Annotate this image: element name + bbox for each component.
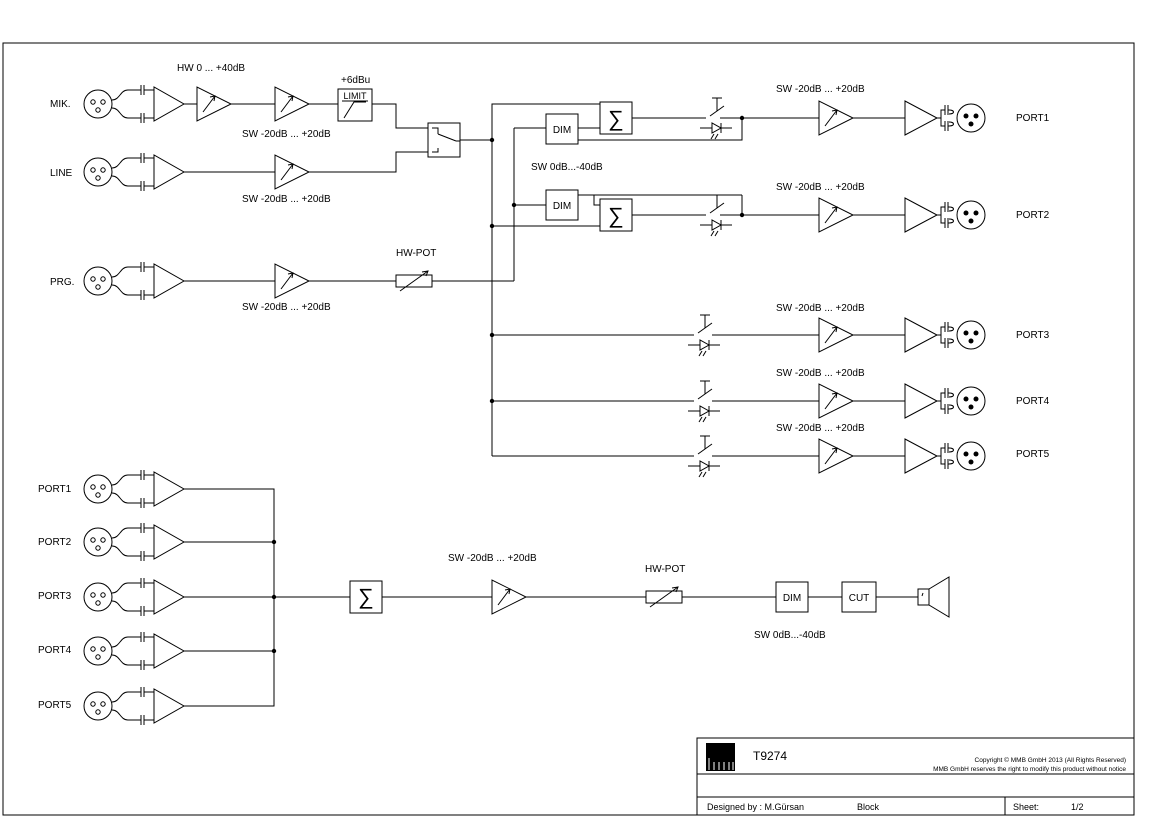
sw-gain-amp: [274, 86, 310, 122]
input-buffer-amp: [111, 84, 185, 124]
return-port2-label: PORT2: [38, 537, 72, 548]
limiter-box: LIMIT: [337, 88, 373, 122]
input-buffer-amp: [111, 686, 185, 726]
svg-text:LIMIT: LIMIT: [343, 91, 367, 101]
drawing-type: Block: [857, 802, 880, 812]
monitor-sum: [349, 580, 383, 614]
input-buffer-amp: [111, 469, 185, 509]
output-port4-label: PORT4: [1016, 396, 1050, 407]
drawing-number: T9274: [753, 749, 787, 763]
sheet-frame: [2, 42, 1135, 816]
svg-text:∑: ∑: [608, 106, 624, 131]
speaker-icon: [917, 576, 950, 618]
return-port1-label: PORT1: [38, 484, 72, 495]
input-buffer-amp: [111, 152, 185, 192]
output-driver: [904, 438, 954, 474]
xlr-output-icon: [956, 103, 986, 133]
mic-sw-gain-label: SW -20dB ... +20dB: [242, 129, 331, 140]
sheet-label: Sheet:: [1013, 802, 1039, 812]
output-driver: [904, 317, 954, 353]
dim-box-port1: DIM: [545, 113, 579, 145]
line-sw-gain-label: SW -20dB ... +20dB: [242, 194, 331, 205]
output-driver: [904, 383, 954, 419]
hw-gain-label: HW 0 ... +40dB: [177, 63, 245, 74]
source-selector-switch: [427, 122, 461, 158]
xlr-input-icon: [83, 527, 113, 557]
company-logo: [706, 743, 735, 771]
output-driver: [904, 197, 954, 233]
sw-gain-amp: [818, 438, 854, 474]
copyright-text: Copyright © MMB GmbH 2013 (All Rights Re…: [975, 756, 1126, 764]
out2-sw-gain-label: SW -20dB ... +20dB: [776, 182, 865, 193]
output-port1-label: PORT1: [1016, 113, 1050, 124]
input-buffer-amp: [111, 577, 185, 617]
xlr-input-icon: [83, 157, 113, 187]
xlr-output-icon: [956, 386, 986, 416]
svg-text:DIM: DIM: [553, 125, 571, 136]
output-port3-label: PORT3: [1016, 330, 1050, 341]
sw-gain-amp: [818, 100, 854, 136]
sheet-value: 1/2: [1071, 802, 1084, 812]
input-prg-label: PRG.: [50, 277, 74, 288]
title-block: T9274 Copyright © MMB GmbH 2013 (All Rig…: [696, 737, 1135, 816]
out3-sw-gain-label: SW -20dB ... +20dB: [776, 303, 865, 314]
return-port5-label: PORT5: [38, 700, 72, 711]
xlr-output-icon: [956, 441, 986, 471]
input-buffer-amp: [111, 261, 185, 301]
svg-text:∑: ∑: [608, 203, 624, 228]
monitor-hw-pot-icon: [645, 586, 683, 608]
xlr-input-icon: [83, 582, 113, 612]
sum-port2: ∑: [599, 198, 633, 232]
monitor-sw-gain-amp: [491, 579, 527, 615]
sum-port1: ∑: [599, 101, 633, 135]
xlr-output-icon: [956, 320, 986, 350]
notice-text: MMB GmbH reserves the right to modify th…: [933, 766, 1126, 773]
designed-by: Designed by : M.Gürsan: [707, 802, 804, 812]
out5-sw-gain-label: SW -20dB ... +20dB: [776, 423, 865, 434]
xlr-input-icon: [83, 89, 113, 119]
monitor-sw-gain-label: SW -20dB ... +20dB: [448, 553, 537, 564]
sw-gain-amp: [274, 263, 310, 299]
hw-gain-amp: [196, 86, 233, 122]
xlr-input-icon: [83, 636, 113, 666]
sw-gain-amp: [274, 154, 310, 190]
out4-sw-gain-label: SW -20dB ... +20dB: [776, 368, 865, 379]
prg-hw-pot-label: HW-POT: [396, 248, 436, 259]
sw-gain-amp: [818, 317, 854, 353]
dim-box-port2: DIM: [545, 189, 579, 221]
xlr-input-icon: [83, 691, 113, 721]
xlr-input-icon: [83, 474, 113, 504]
svg-text:CUT: CUT: [849, 593, 870, 604]
prg-sw-gain-label: SW -20dB ... +20dB: [242, 302, 331, 313]
monitor-dim-box: DIM: [775, 581, 809, 613]
output-driver: [904, 100, 954, 136]
svg-text:DIM: DIM: [553, 201, 571, 212]
sw-gain-amp: [818, 383, 854, 419]
input-buffer-amp: [111, 631, 185, 671]
monitor-cut-box: CUT: [841, 581, 877, 613]
monitor-dim-range-label: SW 0dB...-40dB: [754, 630, 826, 641]
output-port5-label: PORT5: [1016, 449, 1050, 460]
input-buffer-amp: [111, 522, 185, 562]
return-port3-label: PORT3: [38, 591, 72, 602]
output-port2-label: PORT2: [1016, 210, 1050, 221]
xlr-input-icon: [83, 266, 113, 296]
limit-level-label: +6dBu: [341, 75, 370, 86]
sw-gain-amp: [818, 197, 854, 233]
return-port4-label: PORT4: [38, 645, 72, 656]
xlr-output-icon: [956, 200, 986, 230]
input-line-label: LINE: [50, 168, 73, 179]
out1-sw-gain-label: SW -20dB ... +20dB: [776, 84, 865, 95]
dim-range-label: SW 0dB...-40dB: [531, 162, 603, 173]
input-mik-label: MIK.: [50, 99, 71, 110]
hw-pot-icon: [395, 270, 433, 292]
svg-text:DIM: DIM: [783, 593, 801, 604]
monitor-hw-pot-label: HW-POT: [645, 564, 685, 575]
